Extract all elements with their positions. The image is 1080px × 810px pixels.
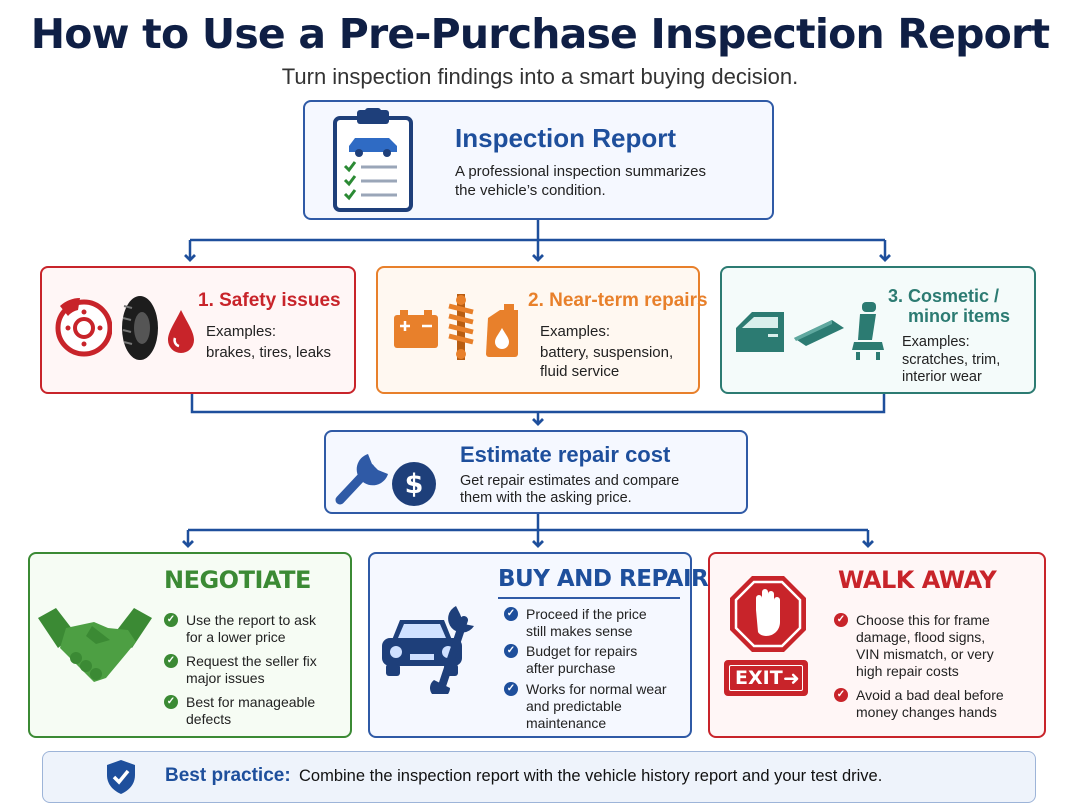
negotiate-bullet-3-line-2: defects: [186, 711, 232, 727]
suspension-spring-icon: [448, 294, 474, 360]
near-term-repairs-card: 2. Near-term repairs Examples: battery, …: [376, 266, 708, 394]
page-subtitle: Turn inspection findings into a smart bu…: [281, 64, 799, 89]
near-term-examples-line-1: battery, suspension,: [540, 344, 674, 361]
negotiate-bullet-3-line-1: Best for manageable: [186, 694, 316, 710]
buy-repair-bullet-3-line-2: and predictable: [526, 698, 622, 714]
walk-away-bullet-1-line-1: Choose this for frame: [856, 612, 990, 628]
report-heading: Inspection Report: [455, 123, 677, 153]
report-description-line-1: A professional inspection summarizes: [455, 163, 706, 180]
negotiate-card: NEGOTIATE ✓ Use the report to ask for a …: [28, 552, 352, 738]
walk-away-bullet-1-line-2: damage, flood signs,: [856, 629, 986, 645]
estimate-heading: Estimate repair cost: [460, 442, 671, 467]
page-title: How to Use a Pre-Purchase Inspection Rep…: [30, 10, 1050, 58]
walk-away-bullet-1-line-4: high repair costs: [856, 663, 959, 679]
negotiate-bullet-2-line-2: major issues: [186, 670, 265, 686]
near-term-examples-label: Examples:: [540, 323, 611, 340]
check-circle-icon: ✓: [834, 613, 848, 627]
safety-examples: brakes, tires, leaks: [206, 344, 332, 361]
battery-icon: [394, 310, 438, 348]
dollar-coin-icon: $: [392, 462, 436, 506]
check-circle-icon: ✓: [164, 695, 178, 709]
buy-and-repair-card: BUY AND REPAIR ✓ Proceed if the price st…: [368, 552, 709, 738]
buy-repair-bullet-1-line-2: still makes sense: [526, 623, 633, 639]
walk-away-bullet-2-line-2: money changes hands: [856, 704, 997, 720]
check-circle-icon: ✓: [504, 607, 518, 621]
cosmetic-examples-label: Examples:: [902, 334, 970, 350]
exit-sign: EXIT ➜: [724, 660, 808, 696]
estimate-repair-cost-card: $ Estimate repair cost Get repair estima…: [324, 430, 748, 514]
car-door-icon: [736, 312, 784, 352]
fluid-bottle-icon: [486, 304, 518, 357]
handshake-icon: [38, 608, 152, 682]
car-front-icon: [382, 620, 462, 676]
best-practice-banner: Best practice: Combine the inspection re…: [42, 751, 1036, 803]
inspection-report-card: Inspection Report A professional inspect…: [303, 100, 774, 220]
negotiate-bullet-2-line-1: Request the seller fix: [186, 653, 317, 669]
estimate-description-line-2: them with the asking price.: [460, 490, 632, 506]
brake-disc-icon: [55, 298, 112, 357]
best-practice-label: Best practice:: [165, 765, 291, 786]
near-term-heading: 2. Near-term repairs: [528, 290, 708, 311]
cosmetic-items-card: 3. Cosmetic / minor items Examples: scra…: [720, 266, 1036, 394]
tire-icon: [122, 296, 158, 360]
buy-repair-bullet-3-line-1: Works for normal wear: [526, 681, 667, 697]
negotiate-bullet-1-line-1: Use the report to ask: [186, 612, 316, 628]
check-circle-icon: ✓: [834, 688, 848, 702]
wrench-icon: [335, 454, 388, 505]
safety-examples-label: Examples:: [206, 323, 277, 340]
cosmetic-heading-line-1: 3. Cosmetic /: [888, 286, 1000, 306]
negotiate-heading: NEGOTIATE: [164, 566, 311, 594]
estimate-description-line-1: Get repair estimates and compare: [460, 473, 680, 489]
check-circle-icon: ✓: [504, 644, 518, 658]
check-circle-icon: ✓: [164, 654, 178, 668]
buy-repair-heading: BUY AND REPAIR: [498, 566, 709, 592]
safety-heading: 1. Safety issues: [198, 290, 341, 311]
stop-hand-icon: [730, 576, 806, 652]
safety-issues-card: 1. Safety issues Examples: brakes, tires…: [40, 266, 356, 394]
walk-away-bullet-1-line-3: VIN mismatch, or very: [856, 646, 994, 662]
car-seat-icon: [852, 302, 884, 360]
leak-drop-icon: [168, 310, 194, 353]
check-circle-icon: ✓: [164, 613, 178, 627]
exit-arrow-icon: ➜: [783, 666, 800, 690]
cosmetic-heading-line-2: minor items: [908, 306, 1011, 326]
cosmetic-examples-line-2: interior wear: [902, 369, 982, 385]
buy-repair-bullet-3-line-3: maintenance: [526, 715, 607, 731]
svg-text:$: $: [405, 469, 424, 500]
clipboard-checklist-icon: [333, 108, 413, 212]
cosmetic-examples-line-1: scratches, trim,: [902, 352, 1001, 368]
buy-repair-bullet-2-line-2: after purchase: [526, 660, 616, 676]
report-description-line-2: the vehicle’s condition.: [455, 182, 606, 199]
shield-check-icon: [107, 760, 135, 794]
walk-away-heading: WALK AWAY: [838, 566, 997, 594]
trim-piece-icon: [794, 320, 844, 346]
heading-underline: [498, 597, 680, 599]
walk-away-bullet-2-line-1: Avoid a bad deal before: [856, 687, 1004, 703]
buy-repair-bullet-1-line-1: Proceed if the price: [526, 606, 647, 622]
exit-sign-label: EXIT: [735, 667, 783, 689]
walk-away-card: WALK AWAY EXIT ➜ ✓ Choose this for frame…: [708, 552, 1046, 738]
check-circle-icon: ✓: [504, 682, 518, 696]
buy-repair-bullet-2-line-1: Budget for repairs: [526, 643, 638, 659]
wrench-icon: [430, 606, 474, 694]
negotiate-bullet-1-line-2: for a lower price: [186, 629, 286, 645]
near-term-examples-line-2: fluid service: [540, 363, 620, 380]
best-practice-text: Combine the inspection report with the v…: [299, 767, 883, 785]
